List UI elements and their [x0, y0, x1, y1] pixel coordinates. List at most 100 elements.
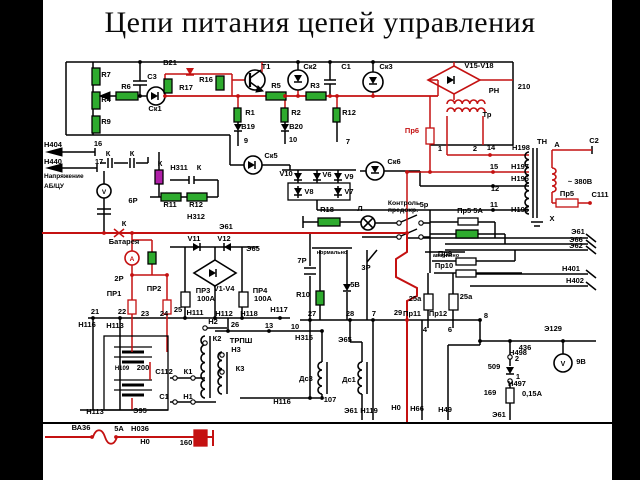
- bridge-V15-V18: [426, 65, 482, 95]
- label-Н116: Н116: [78, 320, 96, 329]
- junction-dot: [163, 94, 167, 98]
- label-R11: R11: [163, 200, 176, 209]
- label-РН: РН: [489, 86, 499, 95]
- label-107: 107: [324, 395, 337, 404]
- label-ПР1: ПР1: [107, 289, 122, 298]
- fuse-pr5-right: [555, 198, 579, 208]
- label-ПР2: ПР2: [147, 284, 162, 293]
- label-V7: V7: [344, 187, 353, 196]
- label-2: 2: [515, 354, 519, 363]
- label-ВА36: ВА36: [72, 423, 91, 432]
- device-sk2: [287, 69, 309, 91]
- fuse-pr2: [162, 299, 172, 315]
- label-АБЦУ: АБ/ЦУ: [44, 183, 65, 190]
- label-R2: R2: [291, 108, 301, 117]
- label-Н3: Н3: [231, 345, 241, 354]
- device-sk2-icon: [294, 75, 302, 82]
- resistor-r17: [163, 78, 173, 94]
- arrow-H404: [45, 147, 63, 157]
- label-ТН: ТН: [537, 137, 547, 146]
- junction-dot: [296, 60, 300, 64]
- voltmeter-ab: [96, 183, 112, 199]
- junction-dot: [405, 170, 409, 174]
- label-Н113: Н113: [106, 321, 124, 330]
- junction-dot: [226, 329, 230, 333]
- label-Пр10: Пр10: [435, 261, 453, 270]
- resistor-r2: [280, 107, 289, 123]
- label-200: 200: [137, 363, 150, 372]
- junction-dot: [102, 231, 106, 235]
- label-169: 169: [484, 388, 497, 397]
- label-Дс3: Дс3: [299, 374, 313, 383]
- label-С2: С2: [589, 136, 599, 145]
- label-аварийно: аварийно: [433, 252, 460, 259]
- label-15: 15: [490, 162, 498, 171]
- label-Тр: Тр: [483, 110, 492, 119]
- letterbox-left: [0, 0, 43, 480]
- label-К1: К1: [184, 367, 193, 376]
- label-5А: 5А: [114, 424, 124, 433]
- junction-dot: [320, 329, 324, 333]
- label-Х: Х: [549, 214, 554, 223]
- label-Н311: Н311: [170, 163, 188, 172]
- red-feeder-path: [395, 233, 418, 422]
- terminal-dot: [190, 399, 196, 405]
- bridge-diode-V15-V18: [447, 76, 454, 84]
- label-ТРПШ: ТРПШ: [230, 336, 253, 345]
- winding-Tr-1: [446, 99, 486, 105]
- label-Н109: Н109: [115, 366, 130, 372]
- label-R17: R17: [179, 83, 193, 92]
- junction-dot: [371, 94, 375, 98]
- terminal-dot: [507, 378, 513, 384]
- label-Н66: Н66: [410, 404, 424, 413]
- label-Пр12: Пр12: [429, 309, 447, 318]
- terminal-dot: [396, 220, 402, 226]
- label-R4: R4: [101, 95, 111, 104]
- label-2: 2: [473, 144, 477, 153]
- device-sk6: [365, 161, 385, 181]
- label-Н118: Н118: [240, 309, 258, 318]
- label-Н402: Н402: [566, 276, 584, 285]
- junction-dot: [118, 316, 122, 320]
- junction-dot: [114, 435, 118, 439]
- label-Э62: Э62: [569, 241, 583, 250]
- label-С112: С112: [155, 367, 173, 376]
- wire: [585, 233, 597, 243]
- label-нормально: нормально: [317, 250, 348, 256]
- label-V11: V11: [188, 234, 201, 243]
- terminal-dot: [418, 220, 424, 226]
- junction-dot: [213, 316, 217, 320]
- terminal-dot: [202, 325, 208, 331]
- wiper-arrow-R4: [98, 91, 111, 101]
- label-2Р: 2Р: [114, 274, 123, 283]
- label-6: 6: [448, 325, 452, 334]
- label-Пр9: Пр9: [438, 249, 452, 258]
- label-К: К: [158, 159, 163, 168]
- label-100А: 100А: [197, 294, 216, 303]
- label-12: 12: [491, 184, 499, 193]
- label-Э61: Э61: [571, 227, 585, 236]
- junction-dot: [405, 231, 409, 235]
- label-R18: R18: [320, 205, 334, 214]
- label-Ск3: Ск3: [379, 62, 392, 71]
- label-Л: Л: [357, 204, 362, 213]
- junction-dot: [371, 60, 375, 64]
- resistor-r4: [91, 91, 101, 110]
- label-16: 16: [94, 139, 102, 148]
- diode-V8: [294, 188, 302, 195]
- label-Н497: Н497: [508, 379, 526, 388]
- junction-dot: [348, 318, 352, 322]
- junction-dot: [335, 94, 339, 98]
- label-В21: В21: [163, 58, 177, 67]
- diode-V12: [224, 243, 231, 251]
- label-509: 509: [488, 362, 501, 371]
- junction-dot: [328, 94, 332, 98]
- terminal-dot: [172, 375, 178, 381]
- label-К2: К2: [213, 334, 222, 343]
- label-Н0: Н0: [391, 403, 401, 412]
- winding-TN-primary: [524, 151, 530, 215]
- label-Н0: Н0: [140, 437, 150, 446]
- junction-dot: [165, 273, 169, 277]
- label-V8: V8: [304, 187, 313, 196]
- diode-509: [506, 367, 514, 374]
